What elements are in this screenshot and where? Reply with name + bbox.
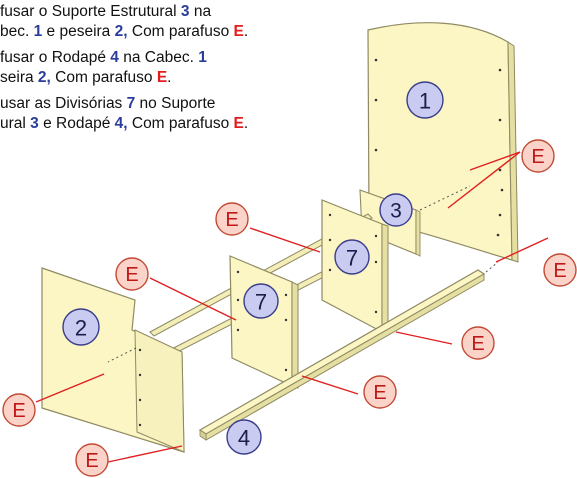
callout-part-7-front: 7: [243, 283, 279, 319]
callout-part-4: 4: [226, 419, 262, 455]
svg-text:E: E: [225, 209, 238, 231]
screw-reference: E: [233, 23, 244, 40]
svg-text:E: E: [12, 400, 25, 422]
callout-part-1: 1: [406, 81, 444, 119]
instruction-line: usar as Divisórias 7 no Suporte: [0, 94, 360, 114]
instruction-text: Com parafuso: [127, 115, 234, 132]
part-reference: 4,: [114, 115, 128, 132]
callout-part-7-back: 7: [334, 239, 370, 275]
part-reference: 1: [198, 49, 207, 66]
instruction-text: e peseira: [42, 23, 115, 40]
instruction-text: fusar o Suporte Estrutural: [0, 3, 181, 20]
instruction-line: bec. 1 e peseira 2, Com parafuso E.: [0, 22, 360, 42]
instruction-text: Com parafuso: [127, 23, 234, 40]
part-reference: 4: [110, 49, 119, 66]
callout-screw-e-6: E: [363, 375, 397, 409]
instruction-text: ural: [0, 115, 31, 132]
callout-screw-e-2: E: [543, 253, 577, 287]
assembly-instructions: fusar o Suporte Estrutural 3 na bec. 1 e…: [0, 0, 360, 140]
callout-part-2: 2: [62, 308, 100, 346]
instruction-line: seira 2, Com parafuso E.: [0, 68, 360, 88]
callout-screw-e-4: E: [115, 257, 149, 291]
alignment-lines: [107, 185, 499, 363]
svg-text:E: E: [373, 382, 386, 404]
callout-screw-e-7: E: [2, 393, 36, 427]
part-reference: 1: [33, 23, 43, 40]
instruction-line: fusar o Suporte Estrutural 3 na: [0, 2, 360, 22]
instruction-text: na: [189, 3, 212, 20]
baseboard-rail: [198, 269, 486, 441]
svg-text:2: 2: [75, 316, 87, 341]
instruction-text: Com parafuso: [50, 69, 157, 86]
part-reference: 7: [126, 95, 136, 112]
instruction-text: no Suporte: [135, 95, 216, 112]
svg-text:E: E: [553, 260, 566, 282]
svg-text:7: 7: [346, 246, 358, 271]
svg-text:3: 3: [390, 200, 402, 223]
instruction-text: bec.: [0, 23, 34, 40]
instruction-text: .: [243, 115, 249, 132]
instruction-text: na Cabec.: [118, 49, 199, 66]
callout-screw-e-8: E: [75, 443, 109, 477]
callout-screw-e-3: E: [215, 202, 249, 236]
svg-text:E: E: [85, 450, 98, 472]
instruction-text: .: [243, 23, 249, 40]
svg-text:E: E: [125, 264, 138, 286]
instruction-text: seira: [0, 69, 38, 86]
part-reference: 2,: [37, 69, 51, 86]
part-reference: 3: [180, 3, 190, 20]
screw-reference: E: [233, 115, 244, 132]
callout-part-3: 3: [379, 193, 413, 227]
instruction-line: ural 3 e Rodapé 4, Com parafuso E.: [0, 114, 360, 134]
instruction-text: usar as Divisórias: [0, 95, 127, 112]
part-reference: 3: [30, 115, 39, 132]
instruction-line: fusar o Rodapé 4 na Cabec. 1: [0, 48, 360, 68]
svg-text:E: E: [471, 333, 484, 355]
screw-leaders: [35, 151, 549, 463]
screw-reference: E: [156, 69, 168, 86]
svg-text:7: 7: [255, 290, 267, 315]
part-reference: 2,: [114, 23, 128, 40]
callout-screw-e-1: E: [521, 139, 555, 173]
callout-screw-e-5: E: [461, 326, 495, 360]
svg-text:4: 4: [238, 426, 250, 451]
instruction-text: e Rodapé: [38, 115, 115, 132]
divider-front-panel: [229, 255, 299, 389]
instruction-text: fusar o Rodapé: [0, 49, 111, 66]
svg-text:1: 1: [419, 89, 431, 114]
instruction-text: .: [167, 69, 172, 86]
svg-text:E: E: [531, 146, 544, 168]
